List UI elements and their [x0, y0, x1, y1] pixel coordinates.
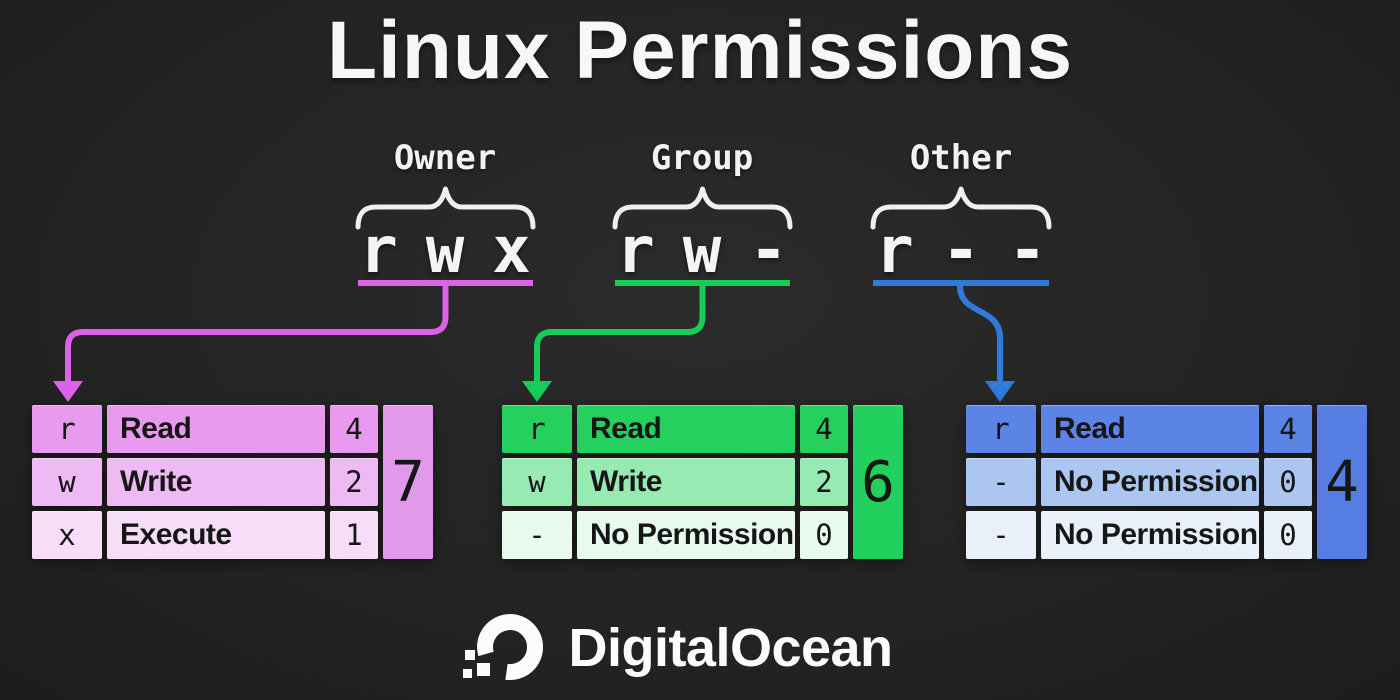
group-symbol-w: w	[682, 214, 722, 288]
total-text: 4	[1325, 449, 1359, 515]
symbol-text: -	[992, 465, 1010, 499]
value-text: 1	[345, 518, 363, 552]
label-text: Write	[590, 465, 662, 498]
label-text: Read	[1054, 412, 1126, 445]
value-text: 0	[1279, 465, 1297, 499]
table-cell-symbol: w	[32, 458, 102, 506]
owner-brace-icon	[355, 186, 536, 230]
digitalocean-logo-icon	[463, 614, 544, 681]
label-text: Read	[590, 412, 662, 445]
table-cell-label: Write	[107, 458, 325, 506]
symbol-text: x	[58, 518, 76, 552]
symbol-text: -	[992, 518, 1010, 552]
group-arrowhead-icon	[522, 381, 552, 402]
table-cell-label: No Permission	[577, 511, 795, 559]
symbol-text: w	[528, 465, 546, 499]
table-cell-value: 4	[800, 405, 848, 453]
symbol-text: r	[528, 412, 546, 446]
other-arrow	[957, 283, 1003, 386]
group-symbols: r w -	[542, 214, 862, 288]
owner-symbol-r: r	[359, 214, 398, 288]
symbol-text: w	[58, 465, 76, 499]
total-text: 7	[391, 449, 425, 515]
table-cell-symbol: r	[32, 405, 102, 453]
table-cell-symbol: x	[32, 511, 102, 559]
table-cell-value: 0	[800, 511, 848, 559]
table-cell-value: 4	[330, 405, 378, 453]
value-text: 4	[345, 412, 363, 446]
table-cell-label: No Permission	[1041, 458, 1259, 506]
page-title: Linux Permissions	[326, 5, 1074, 96]
brand-lockup: DigitalOcean	[463, 606, 893, 690]
other-brace-icon	[870, 186, 1052, 230]
owner-arrow	[65, 283, 449, 386]
symbol-text: r	[992, 412, 1010, 446]
table-cell-label: Read	[107, 405, 325, 453]
owner-symbol-w: w	[425, 214, 465, 288]
brand-name: DigitalOcean	[568, 618, 893, 678]
other-symbol-dash1: -	[941, 214, 981, 288]
label-text: No Permission	[1054, 518, 1258, 551]
owner-symbols: r w x	[285, 214, 605, 288]
label-text: No Permission	[590, 518, 794, 551]
table-cell-value: 4	[1264, 405, 1312, 453]
section-label-other: Other	[909, 138, 1013, 178]
owner-total-cell: 7	[383, 405, 433, 559]
table-cell-symbol: -	[966, 511, 1036, 559]
owner-arrowhead-icon	[53, 381, 83, 402]
value-text: 2	[345, 465, 363, 499]
group-brace-icon	[612, 186, 793, 230]
group-total-cell: 6	[853, 405, 903, 559]
table-cell-label: Execute	[107, 511, 325, 559]
table-cell-value: 1	[330, 511, 378, 559]
table-cell-label: Read	[577, 405, 795, 453]
table-cell-value: 2	[330, 458, 378, 506]
value-text: 4	[1279, 412, 1297, 446]
label-text: No Permission	[1054, 465, 1258, 498]
table-cell-label: No Permission	[1041, 511, 1259, 559]
group-symbol-r: r	[616, 214, 655, 288]
other-symbol-r: r	[875, 214, 914, 288]
table-cell-value: 0	[1264, 458, 1312, 506]
section-label-group: Group	[650, 138, 754, 178]
group-symbol-dash: -	[749, 214, 788, 288]
footer: DigitalOcean	[0, 606, 1400, 690]
other-arrowhead-icon	[985, 381, 1015, 402]
owner-symbol-x: x	[492, 214, 531, 288]
table-cell-symbol: -	[966, 458, 1036, 506]
section-label-owner: Owner	[393, 138, 497, 178]
table-cell-value: 2	[800, 458, 848, 506]
owner-permission-table: r Read 4 7 w Write 2 x Execute 1	[32, 405, 433, 559]
label-text: Read	[120, 412, 192, 445]
group-permission-table: r Read 4 6 w Write 2 - No Permission 0	[502, 405, 903, 559]
symbol-text: -	[528, 518, 546, 552]
other-symbols: r - -	[801, 214, 1121, 288]
table-cell-label: Write	[577, 458, 795, 506]
label-text: Execute	[120, 518, 232, 551]
value-text: 0	[1279, 518, 1297, 552]
value-text: 4	[815, 412, 833, 446]
group-arrow	[534, 283, 706, 386]
table-cell-symbol: r	[966, 405, 1036, 453]
label-text: Write	[120, 465, 192, 498]
table-cell-label: Read	[1041, 405, 1259, 453]
table-cell-symbol: -	[502, 511, 572, 559]
table-cell-value: 0	[1264, 511, 1312, 559]
symbol-text: r	[58, 412, 76, 446]
value-text: 0	[815, 518, 833, 552]
value-text: 2	[815, 465, 833, 499]
other-symbol-dash2: -	[1008, 214, 1047, 288]
other-permission-table: r Read 4 4 - No Permission 0 - No Permis…	[966, 405, 1367, 559]
table-cell-symbol: r	[502, 405, 572, 453]
table-cell-symbol: w	[502, 458, 572, 506]
other-total-cell: 4	[1317, 405, 1367, 559]
total-text: 6	[861, 449, 895, 515]
